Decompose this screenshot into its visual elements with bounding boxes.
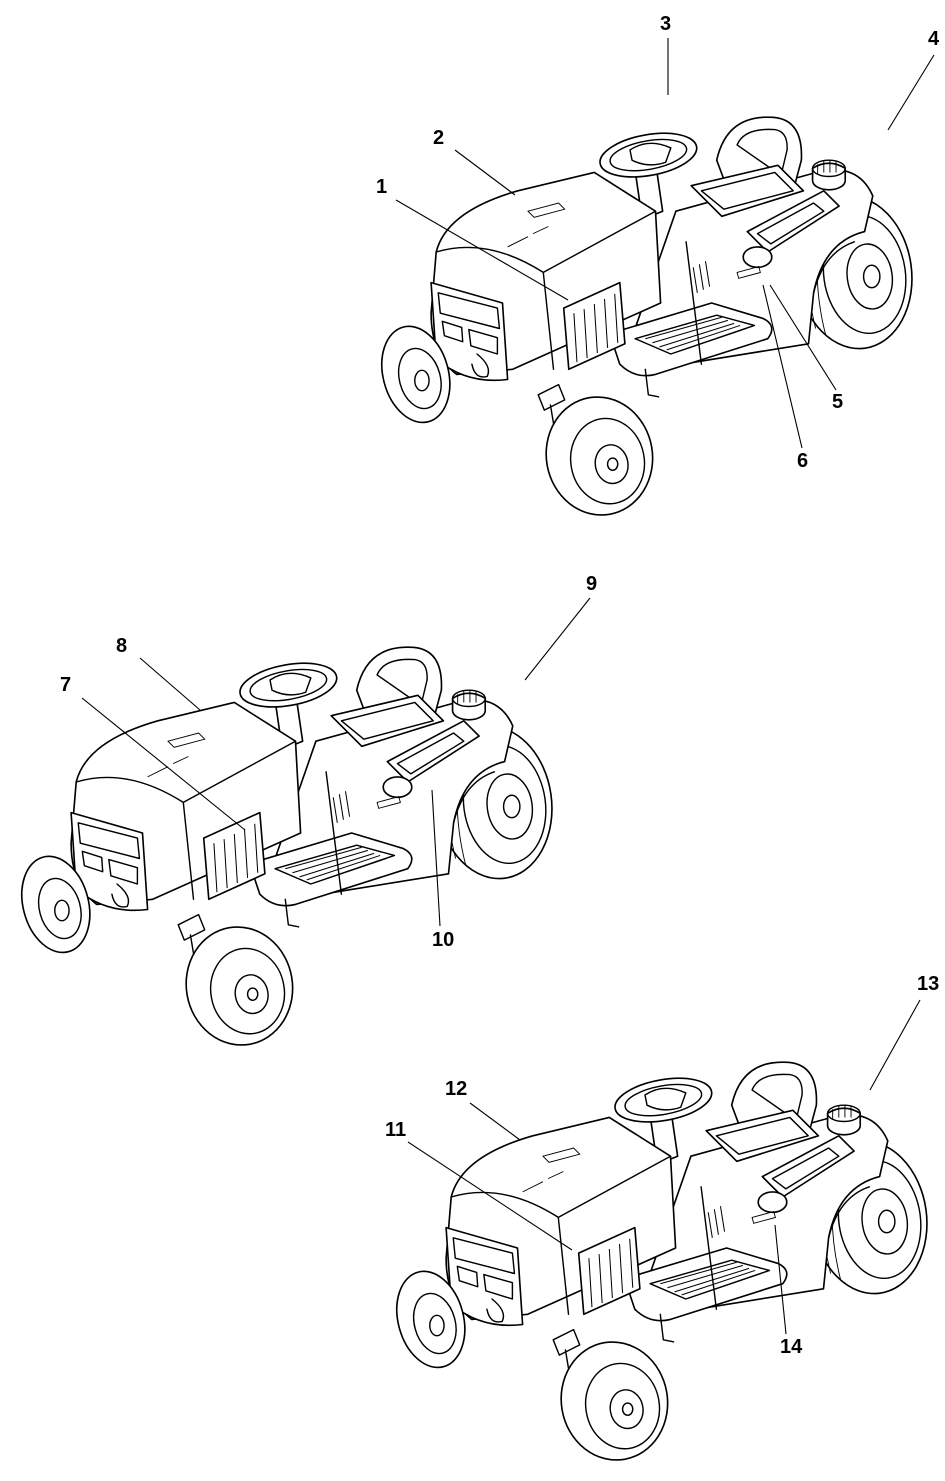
callout-5: 5: [769, 284, 843, 413]
callout-14: 14: [774, 1224, 803, 1358]
callout-label: 7: [60, 674, 71, 696]
callout-label: 3: [660, 13, 671, 35]
callout-6: 6: [762, 284, 808, 472]
callout-11: 11: [385, 1119, 573, 1251]
callout-2: 2: [433, 127, 516, 196]
callout-label: 14: [780, 1336, 803, 1358]
callout-label: 1: [376, 176, 387, 198]
callout-7: 7: [60, 674, 246, 831]
callout-label: 4: [928, 28, 940, 50]
callout-label: 8: [116, 635, 127, 657]
callout-label: 11: [385, 1119, 406, 1141]
callout-label: 2: [433, 127, 444, 149]
callout-label: 9: [586, 573, 597, 595]
callout-label: 5: [832, 391, 843, 413]
callout-13: 13: [869, 973, 939, 1091]
callout-3: 3: [660, 13, 671, 95]
callout-label: 12: [445, 1078, 467, 1100]
tractor-view-middle: 7 8 9 10: [10, 573, 597, 1055]
callout-label: 6: [797, 450, 808, 472]
tractor-view-bottom: 11 12 13 14: [385, 973, 939, 1470]
tractor-view-top: 1 2 3 4 5 6: [370, 13, 940, 525]
callout-12: 12: [445, 1078, 521, 1141]
callout-1: 1: [376, 176, 569, 301]
callout-label: 10: [432, 929, 454, 951]
callout-label: 13: [917, 973, 939, 995]
callout-8: 8: [116, 635, 201, 711]
callout-10: 10: [431, 789, 454, 951]
callout-9: 9: [524, 573, 597, 681]
callout-4: 4: [887, 28, 940, 131]
